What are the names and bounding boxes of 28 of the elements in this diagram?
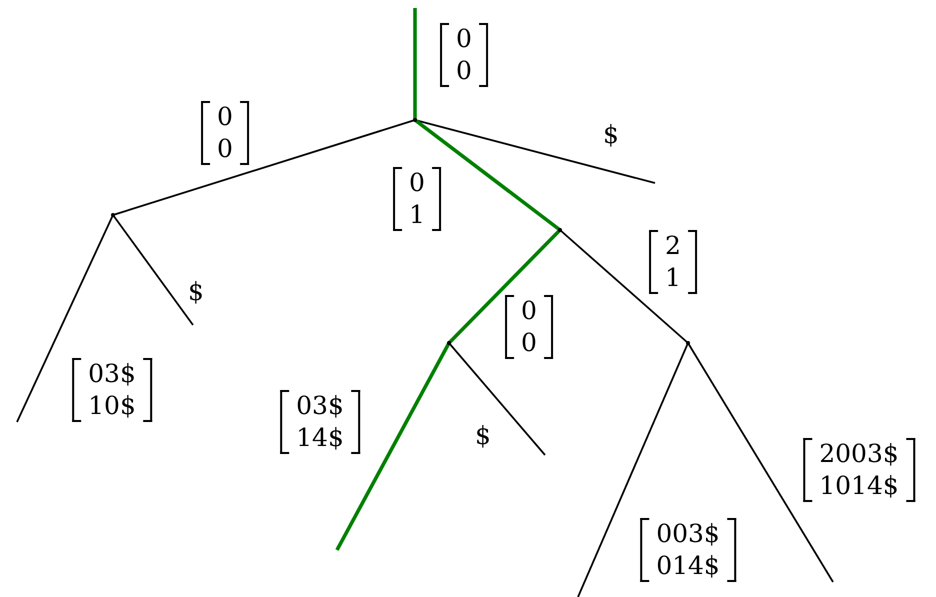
- edge-label: $: [188, 276, 204, 308]
- branch-point: [558, 228, 562, 232]
- edge-label-vector: 0 1: [393, 167, 441, 231]
- tree-branch: [448, 228, 562, 344]
- edge-label-vector: 03$ 14$: [280, 390, 360, 454]
- edge-label-vector: 03$ 10$: [72, 358, 152, 422]
- branch-point: [413, 118, 417, 122]
- tree-branch: [687, 342, 834, 582]
- branch-point: [686, 341, 690, 345]
- branch-point: [111, 213, 115, 217]
- tree-branch: [414, 118, 562, 232]
- tree-branch: [112, 119, 416, 216]
- edge-label-vector: 2003$ 1014$: [803, 438, 915, 502]
- edge-label: $: [603, 119, 619, 151]
- tree-branch: [559, 229, 689, 344]
- edge-label-vector: 003$ 014$: [640, 518, 736, 582]
- edge-label-vector: 2 1: [649, 230, 697, 294]
- branch-point: [447, 341, 451, 345]
- edge-label-vector: 0 0: [505, 295, 553, 359]
- edge-label-vector: 0 0: [201, 101, 249, 165]
- tree-branch: [16, 214, 114, 422]
- edge-label: $: [475, 420, 491, 452]
- tree-branch: [413, 8, 417, 120]
- tree-branch: [335, 342, 451, 551]
- tree-branch: [577, 342, 689, 597]
- tree-branch: [112, 214, 194, 326]
- edge-label-vector: 0 0: [440, 23, 488, 87]
- tree-branch: [448, 342, 546, 456]
